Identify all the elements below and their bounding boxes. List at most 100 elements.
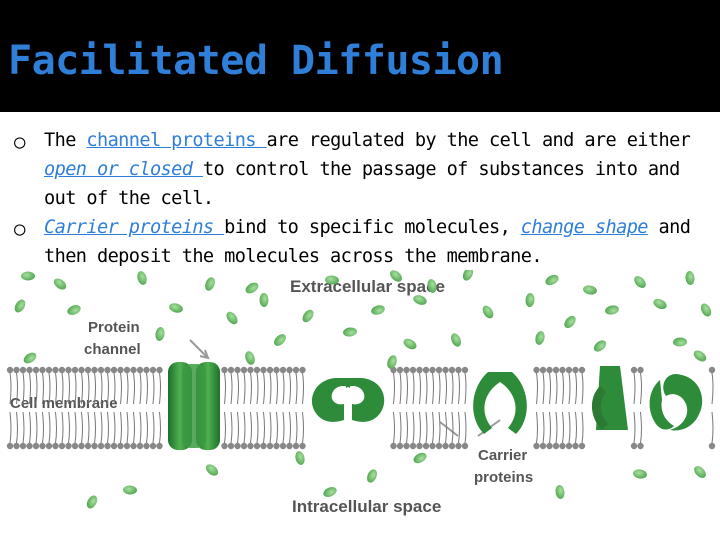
lipid-tail	[243, 372, 246, 405]
lipid-tail	[74, 411, 77, 444]
lipid-head	[136, 442, 144, 450]
lipid-tail	[425, 372, 428, 405]
carrier-protein	[473, 372, 527, 434]
molecule	[525, 293, 535, 307]
molecule	[86, 495, 98, 509]
molecule	[205, 464, 219, 476]
lipid-head	[273, 442, 280, 450]
open-or-closed-link[interactable]: open or closed	[44, 159, 203, 180]
lipid-tail	[159, 411, 161, 444]
lipid-tail	[133, 372, 135, 405]
lipid-tail	[224, 411, 226, 444]
lipid-head	[409, 442, 417, 450]
lipid-head	[78, 366, 85, 374]
lipid-head	[45, 366, 53, 374]
molecule	[53, 278, 67, 290]
lipid-head	[58, 366, 66, 374]
lipid-tail	[406, 372, 408, 405]
molecule	[462, 270, 474, 281]
lipid-head	[390, 442, 397, 450]
molecule	[155, 327, 165, 341]
lipid-tail	[42, 372, 44, 405]
lipid-tail	[640, 411, 642, 444]
carrier-proteins-label: Carrier	[478, 447, 527, 464]
lipid-head	[455, 366, 462, 374]
lipid-head	[565, 366, 573, 374]
lipid-head	[442, 366, 449, 374]
lipid-tail	[393, 372, 395, 405]
lipid-head	[104, 442, 111, 450]
lipid-tail	[68, 372, 70, 405]
lipid-head	[578, 366, 586, 374]
lipid-tail	[575, 411, 577, 444]
lipid-tail	[120, 372, 122, 405]
lipid-head	[448, 366, 456, 374]
lipid-head	[461, 442, 469, 450]
molecule	[14, 299, 26, 313]
lipid-tail	[120, 411, 122, 444]
lipid-head	[227, 366, 235, 374]
molecule	[673, 337, 687, 347]
lipid-head	[240, 366, 248, 374]
lipid-head	[286, 366, 293, 374]
lipid-head	[422, 366, 430, 374]
lipid-tail	[61, 411, 64, 444]
bullet-text: to control the passage of substances int…	[44, 159, 680, 209]
lipid-tail	[412, 372, 415, 405]
molecule	[226, 311, 238, 325]
lipid-head	[156, 366, 163, 374]
lipid-head	[559, 366, 566, 374]
molecule	[482, 305, 494, 319]
lipid-tail	[549, 372, 551, 405]
lipid-head	[117, 442, 124, 450]
lipid-head	[442, 442, 449, 450]
lipid-tail	[94, 411, 96, 444]
lipid-tail	[263, 411, 265, 444]
lipid-head	[637, 442, 644, 450]
molecule	[343, 327, 357, 337]
molecule	[274, 334, 286, 346]
slide-title: Facilitated Diffusion	[8, 38, 504, 84]
molecule	[21, 271, 35, 281]
molecule	[583, 285, 597, 295]
lipid-tail	[711, 411, 714, 444]
lipid-head	[429, 442, 436, 450]
lipid-tail	[445, 372, 447, 405]
lipid-tail	[16, 411, 18, 444]
lipid-tail	[295, 411, 298, 444]
lipid-head	[104, 366, 111, 374]
lipid-tail	[68, 411, 70, 444]
molecule	[413, 295, 427, 305]
lipid-tail	[562, 372, 564, 405]
lipid-tail	[74, 372, 77, 405]
molecule	[205, 277, 215, 291]
channel-proteins-link[interactable]: channel proteins	[86, 130, 267, 151]
molecule	[366, 469, 378, 483]
carrier-protein	[649, 374, 703, 431]
carrier-proteins-link[interactable]: Carrier proteins	[44, 217, 225, 238]
lipid-head	[396, 366, 404, 374]
change-shape-link[interactable]: change shape	[520, 217, 649, 238]
lipid-tail	[445, 411, 447, 444]
molecule	[535, 331, 545, 345]
bullet-carrier-proteins: ○ Carrier proteins bind to specific mole…	[14, 213, 714, 271]
lipid-tail	[139, 411, 142, 444]
lipid-head	[416, 442, 423, 450]
lipid-head	[97, 366, 105, 374]
lipid-tail	[29, 411, 31, 444]
lipid-head	[26, 442, 33, 450]
lipid-tail	[432, 372, 434, 405]
lipid-tail	[555, 411, 558, 444]
lipid-head	[234, 366, 241, 374]
lipid-tail	[107, 372, 109, 405]
molecule	[593, 340, 607, 352]
molecule	[694, 466, 706, 478]
lipid-head	[286, 442, 293, 450]
lipid-tail	[152, 411, 155, 444]
pointer-arrow	[439, 421, 459, 437]
lipid-head	[565, 442, 573, 450]
lipid-head	[91, 366, 98, 374]
lipid-tail	[55, 372, 57, 405]
lipid-head	[19, 442, 27, 450]
lipid-tail	[542, 411, 545, 444]
